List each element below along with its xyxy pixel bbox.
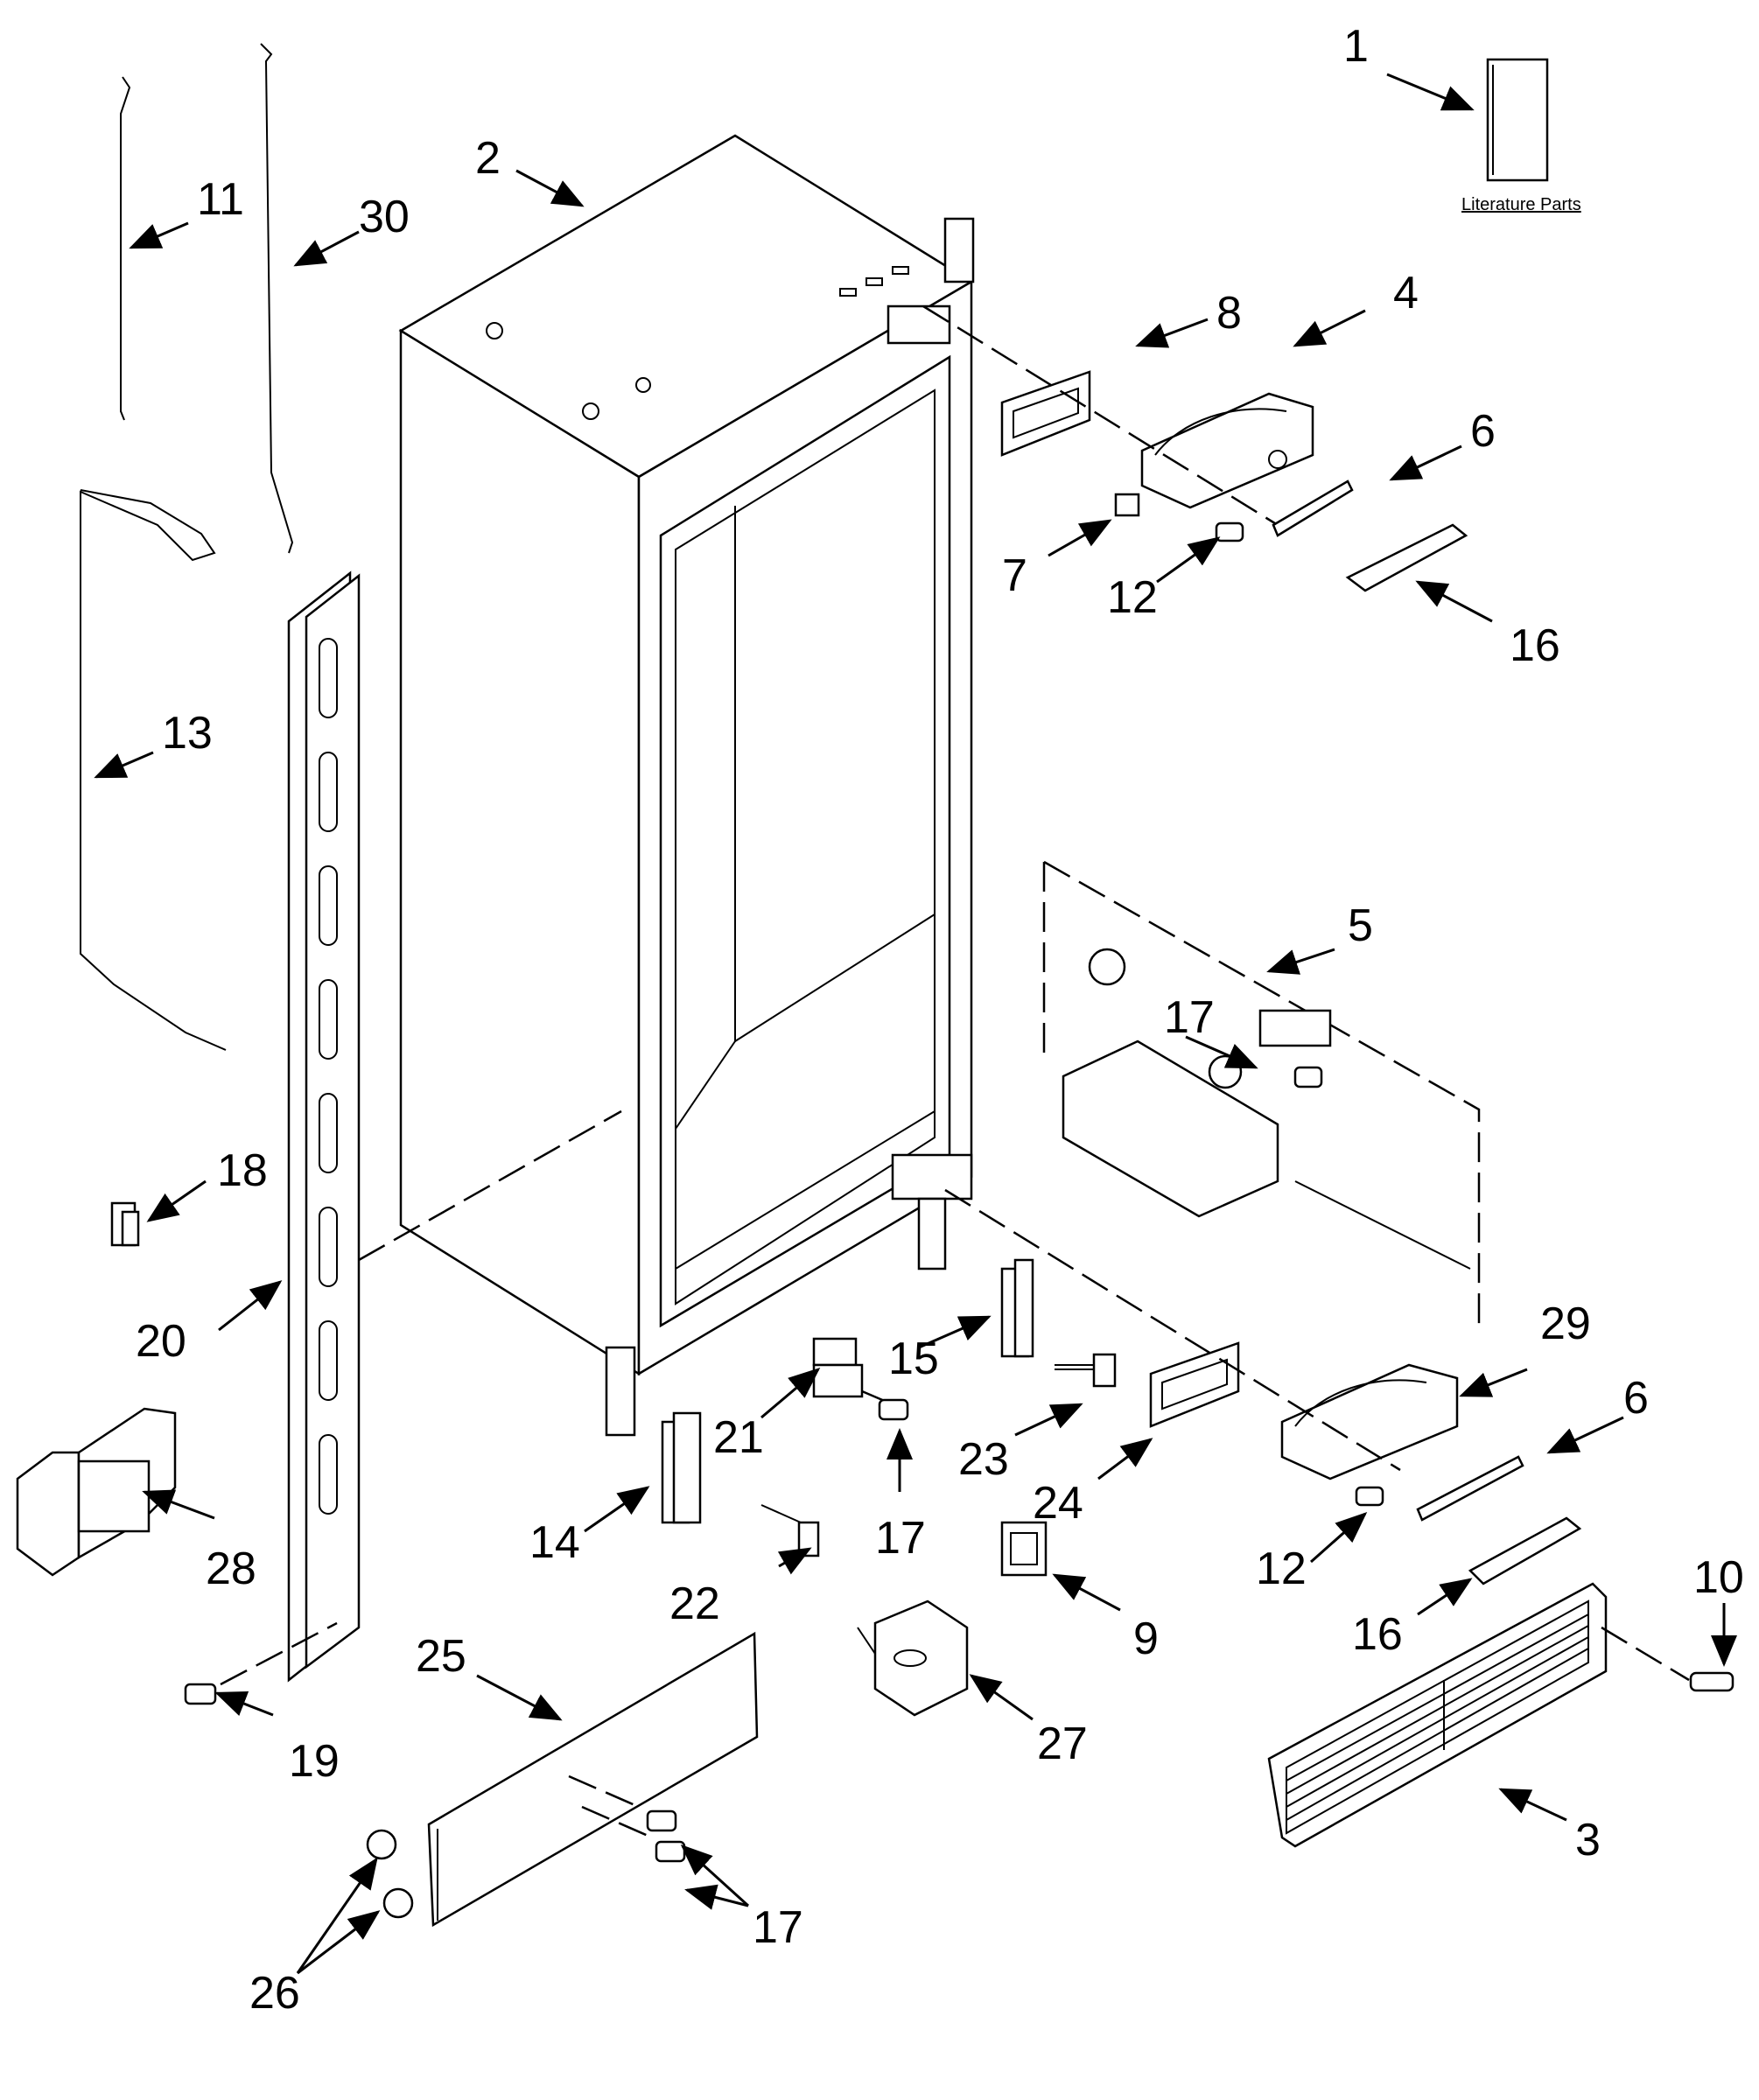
dash-screw-10 bbox=[1601, 1626, 1690, 1682]
bracket-28 bbox=[16, 1407, 177, 1577]
callout-4: 4 bbox=[1393, 268, 1419, 318]
callout-25: 25 bbox=[416, 1631, 466, 1682]
pin-22 bbox=[760, 1504, 820, 1558]
callout-3: 3 bbox=[1575, 1815, 1601, 1866]
callout-13: 13 bbox=[162, 708, 213, 759]
callout-19: 19 bbox=[289, 1736, 340, 1787]
bracket-15 bbox=[1000, 1258, 1034, 1358]
callout-10: 10 bbox=[1693, 1552, 1744, 1603]
screw-26-a bbox=[366, 1829, 397, 1860]
callout-23: 23 bbox=[958, 1434, 1009, 1485]
callout-7: 7 bbox=[1002, 550, 1027, 601]
callout-arrows bbox=[94, 73, 1737, 1975]
callout-26: 26 bbox=[249, 1968, 300, 2019]
panel-25 bbox=[427, 1631, 759, 1928]
callout-20: 20 bbox=[136, 1316, 186, 1367]
hinge-4 bbox=[1140, 392, 1314, 509]
dash-bottom-hinge bbox=[944, 1188, 1401, 1472]
strip-20 bbox=[287, 570, 361, 1683]
plate-6-top bbox=[1272, 480, 1354, 537]
literature-booklet bbox=[1486, 58, 1549, 182]
screw-12-top bbox=[1215, 522, 1244, 542]
callout-21: 21 bbox=[713, 1412, 764, 1463]
callout-12-top: 12 bbox=[1107, 572, 1158, 623]
literature-label: Literature Parts bbox=[1461, 195, 1581, 214]
hinge-kit-5 bbox=[1042, 860, 1481, 1328]
tube-30 bbox=[260, 43, 294, 554]
hinge-bracket-14 bbox=[661, 1411, 702, 1524]
tube-13 bbox=[80, 489, 227, 1051]
callout-22: 22 bbox=[669, 1578, 720, 1629]
screw-17-panel-b bbox=[655, 1840, 686, 1863]
dash-top-hinge bbox=[922, 304, 1279, 527]
callout-14: 14 bbox=[529, 1517, 580, 1568]
screw-12-bottom bbox=[1355, 1486, 1384, 1507]
cover-16-bottom bbox=[1468, 1516, 1582, 1586]
connector-21 bbox=[812, 1337, 864, 1398]
screw-19 bbox=[184, 1683, 217, 1705]
screw-10 bbox=[1689, 1671, 1734, 1692]
callout-9: 9 bbox=[1133, 1614, 1159, 1664]
tube-11 bbox=[120, 76, 131, 421]
callout-8: 8 bbox=[1216, 288, 1242, 339]
callout-6-top: 6 bbox=[1470, 406, 1496, 457]
switch-7 bbox=[1114, 493, 1140, 517]
callout-29: 29 bbox=[1540, 1298, 1591, 1349]
hinge-box-24 bbox=[1149, 1341, 1240, 1428]
cover-27 bbox=[857, 1600, 969, 1717]
dash-panel-screw-b bbox=[581, 1805, 653, 1839]
screw-26-b bbox=[382, 1887, 414, 1919]
dash-panel-screw-a bbox=[568, 1774, 640, 1809]
cover-16-top bbox=[1345, 523, 1468, 592]
callout-2: 2 bbox=[475, 133, 501, 184]
callout-6-bottom: 6 bbox=[1623, 1373, 1649, 1424]
cabinet bbox=[398, 134, 975, 1437]
hinge-box-8 bbox=[1000, 370, 1091, 457]
callout-17-panel: 17 bbox=[753, 1902, 803, 1953]
callout-18: 18 bbox=[217, 1145, 268, 1196]
callout-24: 24 bbox=[1033, 1478, 1083, 1529]
clip-18 bbox=[110, 1201, 140, 1247]
hinge-29 bbox=[1280, 1363, 1459, 1480]
callout-17-kit: 17 bbox=[1164, 992, 1215, 1043]
callout-16-top: 16 bbox=[1510, 620, 1560, 671]
callout-16-bottom: 16 bbox=[1352, 1609, 1403, 1660]
callout-1: 1 bbox=[1343, 21, 1369, 72]
callout-30: 30 bbox=[359, 192, 410, 242]
callout-15: 15 bbox=[888, 1334, 939, 1384]
callout-12-bottom: 12 bbox=[1256, 1544, 1307, 1594]
callout-5: 5 bbox=[1348, 900, 1373, 951]
grille-3 bbox=[1267, 1582, 1608, 1848]
plate-6-bottom bbox=[1416, 1455, 1524, 1522]
screw-17-center bbox=[878, 1398, 909, 1421]
pin-23 bbox=[1055, 1353, 1117, 1388]
dash-strip-cabinet bbox=[358, 1110, 622, 1262]
callout-27: 27 bbox=[1037, 1718, 1088, 1769]
switch-9 bbox=[1000, 1521, 1048, 1577]
callout-11: 11 bbox=[197, 174, 244, 225]
screw-17-panel-a bbox=[646, 1810, 677, 1832]
dash-screw-19 bbox=[220, 1621, 338, 1686]
callout-17-center: 17 bbox=[875, 1513, 926, 1564]
callout-28: 28 bbox=[206, 1544, 256, 1594]
